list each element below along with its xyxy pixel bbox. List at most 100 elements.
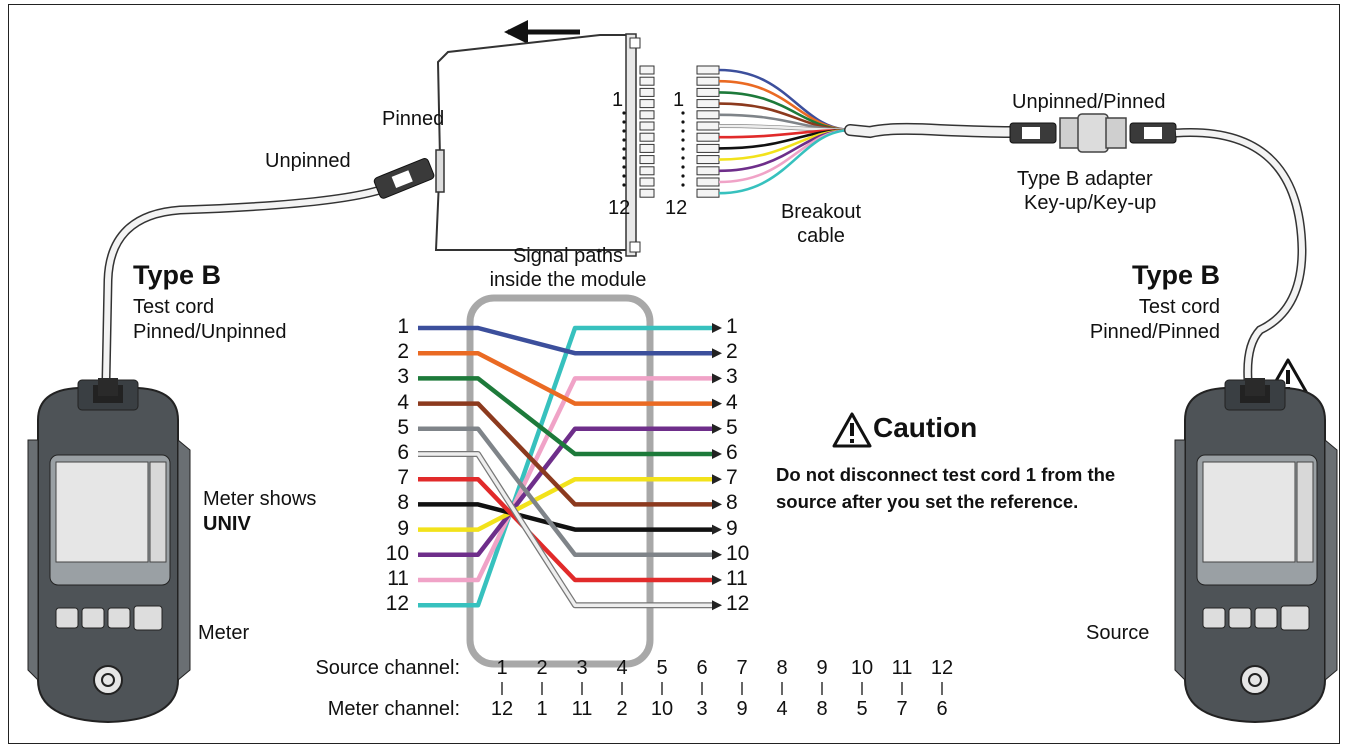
breakout-fiber (718, 128, 853, 195)
source-channel-number: 1 (496, 657, 508, 679)
signal-path (418, 426, 712, 558)
module-lc-ports (622, 65, 720, 198)
lc-port (639, 65, 655, 75)
device-key-f3 (1254, 607, 1278, 629)
caution-body: Do not disconnect test cord 1 from the s… (776, 464, 1116, 512)
power-icon (101, 673, 115, 687)
meter-channel-number: 12 (490, 698, 514, 720)
breakout-trunk (844, 122, 1016, 139)
fiber-number-right: 7 (726, 466, 738, 490)
signal-path (418, 476, 712, 532)
device-key-f2 (1228, 607, 1252, 629)
source-label: Source (1086, 622, 1150, 644)
source-channel-number: 11 (891, 657, 913, 679)
lc-connector (696, 99, 720, 109)
device-menu-key (133, 605, 163, 631)
breakout-1-label: 1 (673, 89, 685, 111)
module-dot (622, 120, 626, 124)
breakout-dot (681, 138, 685, 142)
source-channel-number: 10 (850, 657, 874, 679)
fiber-number-right: 6 (726, 441, 738, 464)
lc-connector (696, 76, 720, 86)
lc-connector (696, 166, 720, 176)
lc-port (639, 110, 655, 120)
device-key-f3 (107, 607, 131, 629)
signal-arrowhead (712, 524, 722, 535)
source-channel-number: 8 (776, 657, 788, 679)
lc-port (639, 87, 655, 97)
source-channel-number: 5 (656, 657, 668, 679)
lc-connector (696, 121, 720, 131)
module-dot (622, 138, 626, 142)
fiber-number-right: 8 (726, 491, 738, 515)
lc-connector (696, 132, 720, 142)
source-channel-number: 6 (696, 657, 708, 679)
source-channel-number: 12 (930, 657, 954, 679)
signal-arrowhead (712, 423, 722, 434)
type-b-adapter (1009, 113, 1177, 153)
breakout-cable-fibers (718, 68, 853, 195)
left-pinning-label: Pinned/Unpinned (133, 321, 287, 343)
signal-path (418, 502, 712, 532)
caution-icon (832, 412, 872, 448)
meter-shows-label: Meter shows (203, 488, 317, 510)
device-key-f2 (81, 607, 105, 629)
module-dot (622, 156, 626, 160)
fiber-number-right: 3 (726, 365, 738, 389)
channel-map-ticks (501, 682, 943, 695)
breakout-label-1: Breakout (780, 201, 862, 223)
lc-port (639, 76, 655, 86)
signal-path (418, 401, 712, 507)
device-screen (1202, 461, 1296, 563)
adapter-label: Type B adapter (1017, 168, 1153, 190)
fiber-number-left: 10 (385, 541, 409, 565)
signal-arrowhead (712, 600, 722, 611)
breakout-dot (681, 174, 685, 178)
signal-path (418, 452, 712, 607)
fiber-number-right: 10 (726, 541, 750, 565)
fiber-number-left: 8 (397, 491, 409, 515)
device-key-f1 (1202, 607, 1226, 629)
fiber-number-right: 4 (726, 390, 738, 414)
breakout-12-label: 12 (665, 197, 688, 219)
signal-paths-label-1: Signal paths (512, 245, 624, 267)
signal-arrowhead (712, 398, 722, 409)
meter-channel-number: 10 (650, 698, 674, 720)
meter-channel-number: 3 (696, 698, 708, 720)
fiber-number-left: 6 (397, 441, 409, 464)
signal-paths-label-2: inside the module (489, 269, 647, 291)
breakout-dot (681, 120, 685, 124)
lc-port (639, 99, 655, 109)
fiber-number-left: 4 (397, 390, 409, 414)
breakout-dot (681, 129, 685, 133)
fiber-number-left: 3 (397, 365, 409, 389)
source-channel-number: 7 (736, 657, 748, 679)
module-port-1-label: 1 (612, 89, 624, 111)
meter-channel-number: 2 (616, 698, 628, 720)
meter-channel-number: 5 (856, 698, 868, 720)
lc-port (639, 121, 655, 131)
signal-arrowhead (712, 474, 722, 485)
module-dot (622, 129, 626, 133)
meter-channel-label: Meter channel: (327, 698, 460, 720)
device-grip (1324, 438, 1338, 682)
lc-port (639, 143, 655, 153)
meter-channel-number: 11 (571, 698, 593, 720)
left-cord-label: Test cord (133, 296, 215, 318)
power-icon (1248, 673, 1262, 687)
fiber-number-right: 5 (726, 415, 738, 439)
breakout-dot (681, 165, 685, 169)
fiber-number-right: 2 (726, 340, 738, 364)
key-up-label: Key-up/Key-up (1024, 192, 1157, 214)
device-side-label (149, 461, 167, 563)
left-mpo-connector (373, 158, 435, 199)
meter-device (27, 378, 191, 724)
pinned-label: Pinned (382, 108, 445, 130)
lc-connector (696, 110, 720, 120)
lc-connector (696, 188, 720, 198)
source-channel-number: 9 (816, 657, 828, 679)
right-cord-label: Test cord (1138, 296, 1220, 318)
device-grip (27, 439, 39, 682)
meter-channel-number: 1 (536, 698, 548, 720)
fiber-number-left: 5 (397, 415, 409, 439)
